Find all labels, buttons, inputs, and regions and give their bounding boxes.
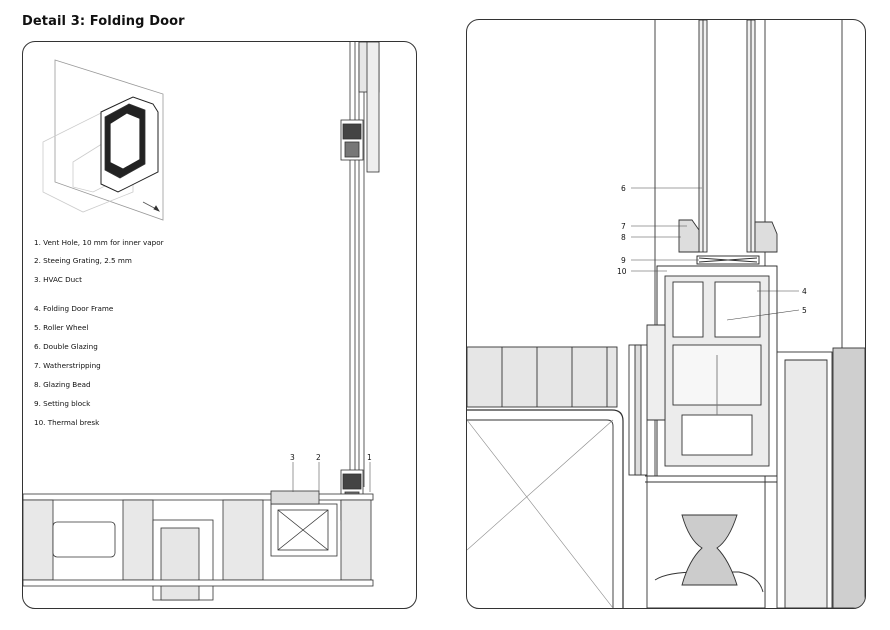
isometric-profile-view bbox=[42, 59, 164, 221]
callout-3: 3 bbox=[290, 453, 295, 462]
right-callout-leaders bbox=[631, 187, 800, 321]
left-detail-sheet: 3 2 1 1. Vent Hole, 10 mm for inner vapo… bbox=[22, 41, 417, 609]
legend-item: 6. Double Glazing bbox=[34, 342, 98, 351]
legend-item: 5. Roller Wheel bbox=[34, 323, 89, 332]
callout-10: 10 bbox=[617, 267, 627, 276]
vertical-glazing-section bbox=[340, 42, 380, 521]
left-detail-drawing: 3 2 1 bbox=[23, 42, 380, 601]
enlarged-frame-section bbox=[628, 20, 843, 608]
callout-6: 6 bbox=[621, 184, 626, 193]
floor-slab-section bbox=[23, 490, 374, 601]
callout-5: 5 bbox=[802, 306, 807, 315]
legend-item: 9. Setting block bbox=[34, 399, 91, 408]
right-detail-sheet: 6 7 8 9 10 4 5 bbox=[466, 19, 866, 609]
legend-item: 7. Watherstripping bbox=[34, 361, 101, 370]
legend-item: 8. Glazing Bead bbox=[34, 380, 91, 389]
legend-item: 3. HVAC Duct bbox=[34, 275, 82, 284]
callout-4: 4 bbox=[802, 287, 807, 296]
page-title: Detail 3: Folding Door bbox=[22, 14, 185, 29]
callout-7: 7 bbox=[621, 222, 626, 231]
callout-9: 9 bbox=[621, 256, 626, 265]
left-callout-leaders bbox=[292, 462, 371, 492]
wall-and-slab bbox=[467, 346, 865, 608]
legend-item: 4. Folding Door Frame bbox=[34, 304, 114, 313]
legend-item: 1. Vent Hole, 10 mm for inner vapor bbox=[34, 238, 164, 247]
callout-8: 8 bbox=[621, 233, 626, 242]
legend-item: 2. Steeing Grating, 2.5 mm bbox=[34, 256, 132, 265]
callout-2: 2 bbox=[316, 453, 321, 462]
legend-item: 10. Thermal bresk bbox=[34, 418, 100, 427]
callout-1: 1 bbox=[367, 453, 372, 462]
right-detail-drawing: 6 7 8 9 10 4 5 bbox=[467, 20, 865, 608]
